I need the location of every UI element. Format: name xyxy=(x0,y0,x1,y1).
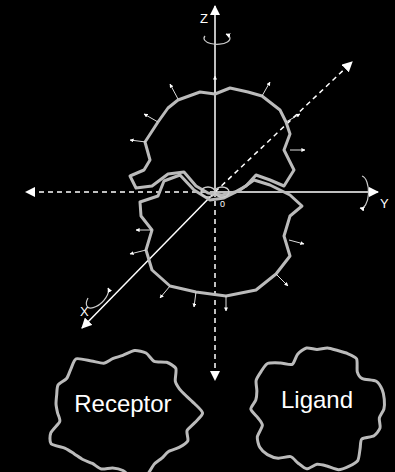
axes xyxy=(26,6,378,380)
axis-label: X xyxy=(80,305,89,318)
protein-outline-path xyxy=(50,351,203,472)
axis-label: Z xyxy=(200,12,208,25)
protein-label: Ligand xyxy=(281,386,353,414)
rotation-arrows xyxy=(86,34,368,308)
receptor-blob xyxy=(130,88,294,195)
origin-symbol xyxy=(201,187,229,197)
axis-label: Y xyxy=(380,197,389,210)
protein-outline-path xyxy=(251,348,385,470)
axis-label: 0 xyxy=(220,200,225,209)
ligand-blob xyxy=(140,175,302,296)
protein-shape: Receptor xyxy=(35,338,211,472)
protein-shape: Ligand xyxy=(236,334,395,472)
protein-label: Receptor xyxy=(74,390,171,418)
surface-normals xyxy=(130,76,305,311)
